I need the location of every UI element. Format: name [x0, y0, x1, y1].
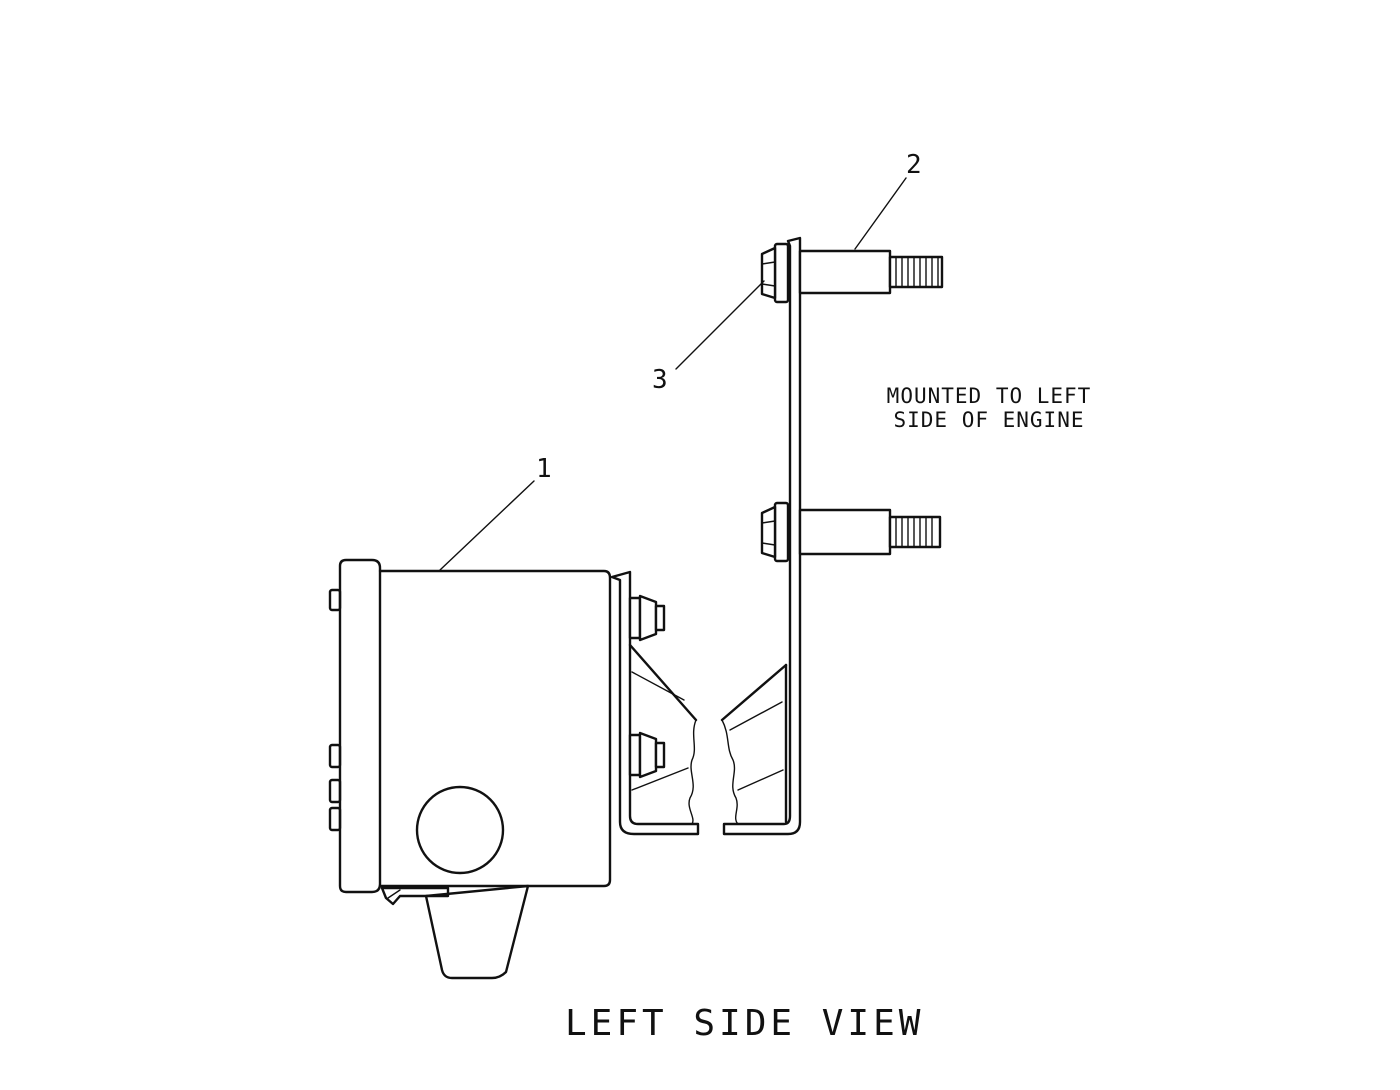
callout-2: 2: [906, 150, 922, 180]
lower-stud: [798, 508, 942, 556]
adapter-bracket: [610, 570, 700, 836]
upper-nut: [760, 242, 790, 304]
leader-line-2: [854, 177, 907, 250]
mounting-note: MOUNTED TO LEFT SIDE OF ENGINE: [880, 384, 1098, 432]
leader-lines: [439, 177, 907, 571]
housing-unit: [328, 558, 612, 980]
lower-nut: [760, 501, 790, 563]
leader-line-1: [439, 480, 535, 571]
upper-stud: [798, 249, 944, 295]
mounting-bracket: [720, 236, 802, 836]
callout-3: 3: [652, 365, 668, 395]
callout-1: 1: [536, 454, 552, 484]
mounting-note-line-1: MOUNTED TO LEFT: [886, 384, 1092, 408]
view-caption: LEFT SIDE VIEW: [565, 1003, 925, 1044]
mounting-note-line-2: SIDE OF ENGINE: [893, 408, 1085, 432]
leader-line-3: [675, 280, 765, 370]
